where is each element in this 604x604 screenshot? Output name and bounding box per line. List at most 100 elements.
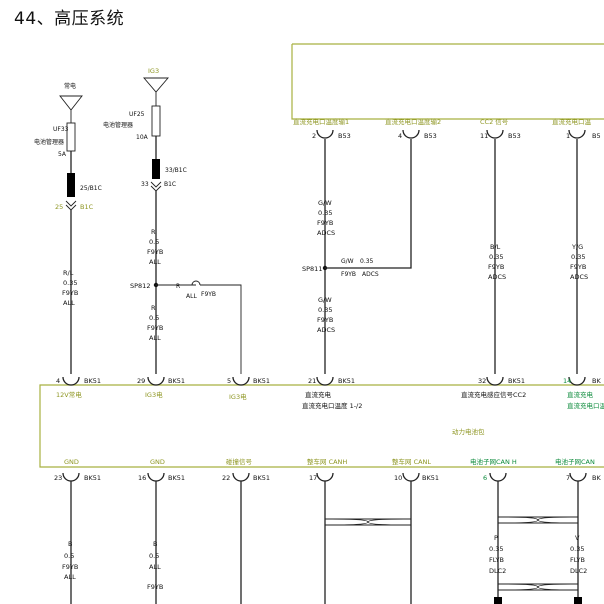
pin-label-crash: 碰撞信号 xyxy=(226,457,253,466)
svg-text:21: 21 xyxy=(308,377,316,385)
conn-label-mid: 33/B1C xyxy=(165,167,187,174)
svg-text:BK51: BK51 xyxy=(338,377,355,385)
svg-text:FLYB: FLYB xyxy=(489,556,504,564)
svg-text:R/L: R/L xyxy=(63,269,74,277)
svg-text:F9YB: F9YB xyxy=(147,583,163,591)
svg-text:22: 22 xyxy=(222,474,230,482)
svg-text:10: 10 xyxy=(394,474,402,482)
svg-text:IG3电: IG3电 xyxy=(145,390,163,399)
conn-pin-left: 25 xyxy=(55,203,63,211)
svg-text:F9YB: F9YB xyxy=(488,263,504,271)
svg-text:G/W: G/W xyxy=(341,258,354,265)
svg-text:0.35: 0.35 xyxy=(489,545,503,553)
branch-all: ALL xyxy=(186,293,197,300)
source-label-left: 常电 xyxy=(64,82,76,90)
svg-text:0.35: 0.35 xyxy=(63,279,77,287)
svg-text:ADCS: ADCS xyxy=(317,229,335,237)
svg-text:BK51: BK51 xyxy=(253,377,270,385)
svg-text:F9YB: F9YB xyxy=(317,219,333,227)
svg-text:23: 23 xyxy=(54,474,62,482)
svg-text:BK51: BK51 xyxy=(508,377,525,385)
svg-text:DLC2: DLC2 xyxy=(570,567,587,575)
svg-text:ADCS: ADCS xyxy=(570,273,588,281)
svg-text:17: 17 xyxy=(309,474,317,482)
top-pin-conn-1: B53 xyxy=(338,132,351,140)
wire-spec-mid-1: R 0.5 F9YB ALL xyxy=(147,228,163,266)
top-pin-num-2: 4 xyxy=(398,132,402,140)
svg-text:0.5: 0.5 xyxy=(64,552,74,560)
fuse-name-left: UF33 xyxy=(53,126,69,133)
svg-text:0.35: 0.35 xyxy=(360,258,374,265)
svg-text:直流充电: 直流充电 xyxy=(567,390,594,399)
svg-text:0.5: 0.5 xyxy=(149,314,159,322)
module-pin-bottom-10: 10 BK51 xyxy=(394,472,439,482)
pin-label-gnd-2: GND xyxy=(150,458,165,466)
svg-text:B: B xyxy=(68,540,72,548)
svg-text:BK51: BK51 xyxy=(84,474,101,482)
top-pin-label-4: 直流充电口温 xyxy=(552,117,592,126)
svg-text:B: B xyxy=(153,540,157,548)
connector-block-mid xyxy=(152,159,160,179)
fuse-desc-left: 电池管理器 xyxy=(34,138,64,146)
svg-text:BK51: BK51 xyxy=(168,377,185,385)
conn-id-mid: B1C xyxy=(164,181,176,188)
wire-spec-cc2: B/L 0.35 F9YB ADCS xyxy=(488,243,506,281)
svg-text:ADCS: ADCS xyxy=(317,326,335,334)
svg-text:G/W: G/W xyxy=(318,296,332,304)
svg-text:F9YB: F9YB xyxy=(341,271,356,278)
module-name: 动力电池包 xyxy=(452,427,485,436)
top-pin-num-4: 1 xyxy=(566,132,570,140)
svg-text:R: R xyxy=(151,228,156,236)
top-pin-label-2: 直流充电口温度输2 xyxy=(385,117,441,126)
pin-label-canh: 整车网 CANH xyxy=(307,457,347,466)
module-pin-top-29: 29 BK51 IG3电 xyxy=(137,376,185,399)
svg-text:R: R xyxy=(151,304,156,312)
twisted-pair-sub-can-1 xyxy=(498,516,578,524)
wire-temp-2 xyxy=(325,139,412,269)
module-pin-top-4: 4 BK51 12V常电 xyxy=(56,376,101,399)
svg-text:ALL: ALL xyxy=(63,299,75,307)
source-label-mid: IG3 xyxy=(148,67,159,75)
svg-text:G/W: G/W xyxy=(318,199,332,207)
svg-text:BK51: BK51 xyxy=(253,474,270,482)
svg-text:6: 6 xyxy=(483,474,487,482)
svg-text:16: 16 xyxy=(138,474,146,482)
svg-text:BK51: BK51 xyxy=(422,474,439,482)
svg-text:F9YB: F9YB xyxy=(317,316,333,324)
module-pin-bottom-22: 22 BK51 xyxy=(222,472,270,482)
connector-block-sub-canl xyxy=(574,597,582,604)
wire-spec-gnd-2: B 0.5 ALL F9YB xyxy=(147,540,163,591)
top-pin-conn-3: B53 xyxy=(508,132,521,140)
top-pin-cup-2 xyxy=(402,129,420,139)
module-pin-top-5: 5 BK51 IG3电 xyxy=(227,376,270,401)
wire-spec-gnd-1: B 0.5 F9YB ALL xyxy=(62,540,78,581)
fuse-name-mid: UF25 xyxy=(129,111,145,118)
top-pin-cup-4 xyxy=(568,129,586,139)
svg-text:32: 32 xyxy=(478,377,486,385)
svg-text:F9YB: F9YB xyxy=(570,263,586,271)
fuse-rating-left: 5A xyxy=(58,151,67,158)
conn-label-left: 25/B1C xyxy=(80,185,102,192)
wire-spec-sub-canl: V 0.35 FLYB DLC2 xyxy=(570,534,587,575)
svg-text:ADCS: ADCS xyxy=(488,273,506,281)
top-pin-cup-1 xyxy=(316,129,334,139)
pin-label-canl: 整车网 CANL xyxy=(392,457,431,466)
svg-text:ALL: ALL xyxy=(149,258,161,266)
module-pin-bottom-17: 17 xyxy=(309,472,334,482)
fuse-rating-mid: 10A xyxy=(136,134,149,141)
svg-text:Y/G: Y/G xyxy=(571,243,583,251)
svg-text:ALL: ALL xyxy=(149,563,161,571)
module-pin-bottom-6: 6 xyxy=(483,472,507,482)
svg-text:ALL: ALL xyxy=(149,334,161,342)
top-pin-num-1: 2 xyxy=(312,132,316,140)
branch-conn: F9YB xyxy=(201,291,216,298)
svg-text:B/L: B/L xyxy=(490,243,501,251)
wire-spec-sub-canh: P 0.35 FLYB DLC2 xyxy=(489,534,506,575)
connector-block-left xyxy=(67,173,75,197)
svg-text:F9YB: F9YB xyxy=(62,289,78,297)
svg-text:ALL: ALL xyxy=(64,573,76,581)
fuse-desc-mid: 电池管理器 xyxy=(103,121,133,129)
power-source-icon-mid xyxy=(143,77,169,106)
fuse-icon-mid xyxy=(151,105,161,137)
